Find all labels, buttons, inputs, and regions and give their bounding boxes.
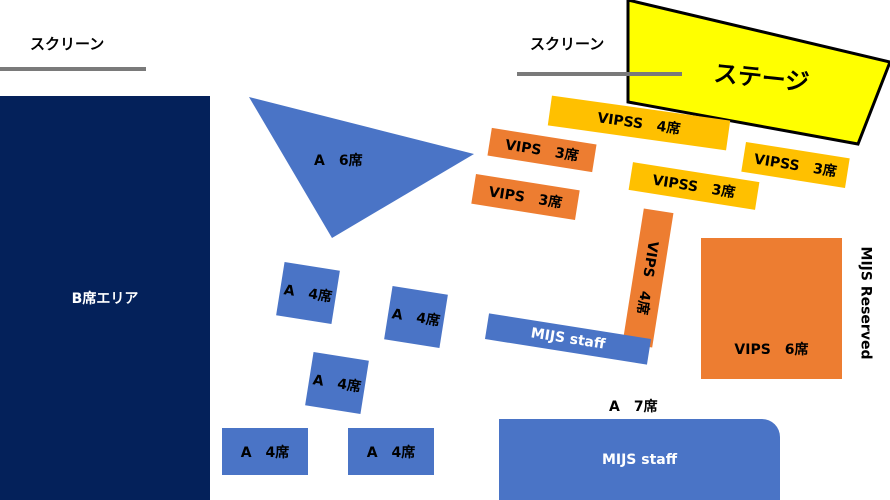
vips6-area[interactable]: VIPS 6席	[701, 238, 842, 379]
a7-label: A 7席	[609, 399, 658, 415]
vips3-table-2-label: VIPS 3席	[487, 184, 564, 212]
vips6-area-label: VIPS 6席	[734, 342, 809, 358]
a4-table-4[interactable]: A 4席	[222, 428, 308, 475]
screen-label-left: スクリーン	[30, 35, 105, 53]
mijs-reserved-label: MIJS Reserved	[857, 246, 874, 360]
a4-table-5[interactable]: A 4席	[348, 428, 434, 475]
b-seat-area[interactable]: B席エリア	[0, 96, 210, 500]
mijs-staff-area-label: MIJS staff	[601, 451, 678, 468]
b-seat-area-label: B席エリア	[71, 291, 139, 307]
screen-label-right: スクリーン	[530, 35, 605, 53]
screen-line-left	[0, 67, 146, 71]
a4-table-4-label: A 4席	[240, 444, 290, 461]
a4-table-5-label: A 4席	[366, 444, 416, 461]
a4-table-1-label: A 4席	[282, 282, 334, 306]
a4-table-1[interactable]: A 4席	[276, 261, 340, 325]
a4-table-2[interactable]: A 4席	[384, 285, 448, 349]
a4-table-3-label: A 4席	[311, 372, 363, 396]
mijs-staff-area[interactable]: MIJS staff	[499, 419, 780, 500]
a4-table-3[interactable]: A 4席	[305, 351, 369, 415]
vipss4-table-label: VIPSS 4席	[596, 110, 682, 138]
a6-label: A 6席	[314, 153, 363, 169]
a4-table-2-label: A 4席	[390, 306, 442, 330]
screen-line-right	[517, 72, 682, 76]
